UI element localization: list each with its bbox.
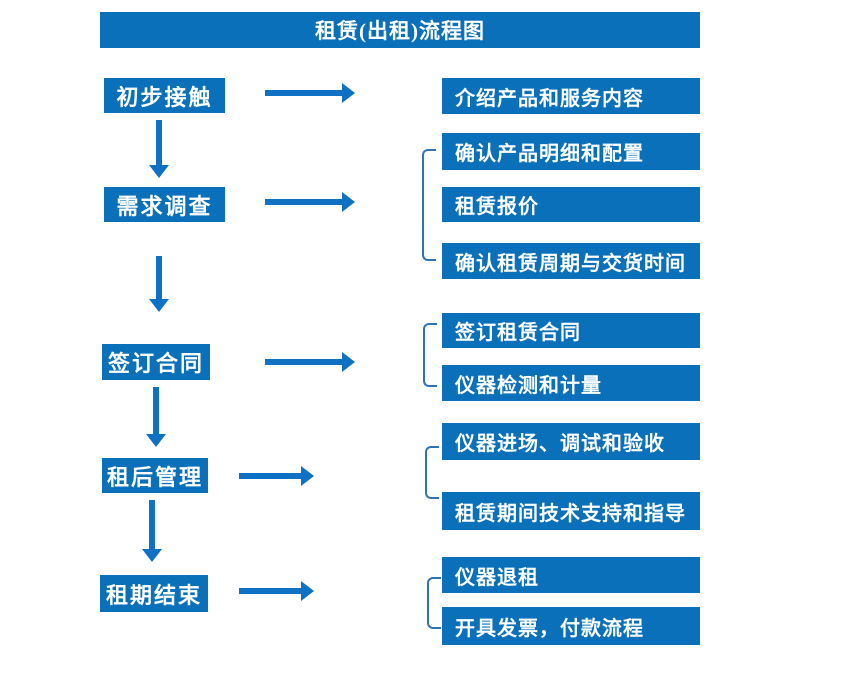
output-invoice-payment-process: 开具发票，付款流程 <box>442 607 700 645</box>
down-arrow-head <box>149 165 169 178</box>
down-arrow-head <box>146 434 166 447</box>
down-arrow-head <box>149 299 169 312</box>
group-bracket-rental-end <box>427 577 441 629</box>
right-arrow-head <box>342 192 355 212</box>
output-instrument-inspection-calibration: 仪器检测和计量 <box>442 365 700 401</box>
right-arrow-1 <box>265 83 355 103</box>
group-bracket-requirements <box>422 149 436 261</box>
page-title: 租赁(出租)流程图 <box>315 19 485 43</box>
output-rental-quote: 租赁报价 <box>442 187 700 222</box>
title-banner: 租赁(出租)流程图 <box>100 12 700 48</box>
down-arrow-shaft <box>149 500 155 550</box>
output-confirm-product-details-config: 确认产品明细和配置 <box>442 133 700 170</box>
right-arrow-head <box>301 466 314 486</box>
right-arrow-4 <box>239 466 314 486</box>
right-arrow-shaft <box>265 199 343 205</box>
down-arrow-1 <box>149 120 169 178</box>
output-rental-tech-support-guidance: 租赁期间技术支持和指导 <box>442 492 700 530</box>
right-arrow-head <box>342 352 355 372</box>
down-arrow-shaft <box>156 120 162 166</box>
down-arrow-head <box>142 549 162 562</box>
group-bracket-contract <box>423 323 437 387</box>
right-arrow-shaft <box>265 359 343 365</box>
right-arrow-2 <box>265 192 355 212</box>
right-arrow-head <box>342 83 355 103</box>
right-arrow-shaft <box>239 473 302 479</box>
right-arrow-5 <box>239 581 314 601</box>
down-arrow-3 <box>146 387 166 447</box>
right-arrow-shaft <box>239 588 302 594</box>
step-rental-end: 租期结束 <box>100 575 208 612</box>
down-arrow-2 <box>149 256 169 312</box>
right-arrow-head <box>301 581 314 601</box>
right-arrow-shaft <box>265 90 343 96</box>
right-arrow-3 <box>265 352 355 372</box>
down-arrow-4 <box>142 500 162 562</box>
down-arrow-shaft <box>156 256 162 300</box>
down-arrow-shaft <box>153 387 159 435</box>
step-requirements-survey: 需求调查 <box>104 187 225 222</box>
step-sign-contract: 签订合同 <box>102 344 210 380</box>
output-instrument-arrival-debug-acceptance: 仪器进场、调试和验收 <box>442 423 700 460</box>
output-sign-rental-contract: 签订租赁合同 <box>442 313 700 348</box>
step-initial-contact: 初步接触 <box>104 78 225 113</box>
group-bracket-management <box>425 446 439 499</box>
step-post-rental-management: 租后管理 <box>102 458 208 493</box>
output-instrument-return: 仪器退租 <box>442 557 700 593</box>
output-introduce-products-services: 介绍产品和服务内容 <box>442 78 700 114</box>
output-confirm-rental-period-delivery: 确认租赁周期与交货时间 <box>442 243 700 279</box>
